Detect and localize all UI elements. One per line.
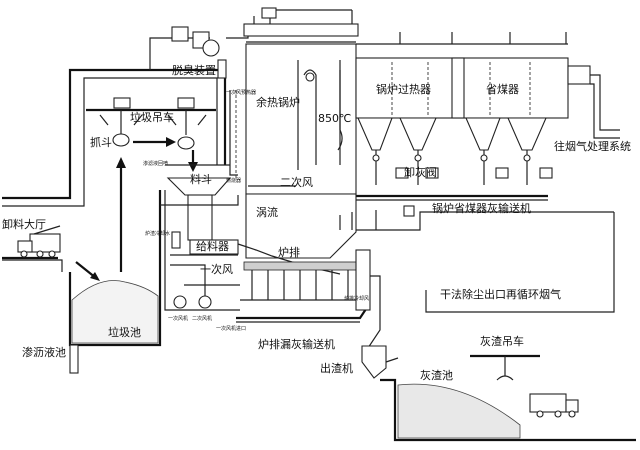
label-small-6: 一次风预热器 <box>226 89 256 96</box>
label-unload-hall: 卸料大厅 <box>2 217 46 231</box>
label-deodorizer: 脱臭装置 <box>172 63 216 77</box>
label-recirc: 干法除尘出口再循环烟气 <box>440 287 561 301</box>
label-small-7: 炉排冷却风 <box>344 295 369 302</box>
garbage-crane <box>86 97 216 150</box>
slag-extractor <box>361 345 399 379</box>
label-economizer: 省煤器 <box>486 83 519 96</box>
unload-hall-structure <box>2 68 227 272</box>
air-piping <box>160 90 296 311</box>
deodorizer-unit <box>149 26 249 79</box>
label-small-8: 一次风机进口 <box>216 325 246 332</box>
label-slag-crane: 灰渣吊车 <box>480 334 524 348</box>
label-small-2: 炉渣冷却水 <box>145 230 170 237</box>
ash-pit <box>380 354 636 442</box>
label-waste-heat-boiler: 余热锅炉 <box>256 95 300 109</box>
label-crane: 垃圾吊车 <box>130 110 174 124</box>
label-hopper: 料斗 <box>190 172 212 186</box>
label-slag-extractor: 出渣机 <box>320 361 353 375</box>
ash-hoppers <box>340 117 553 201</box>
label-small-4: 二次风机 <box>192 315 212 322</box>
furnace-grate <box>236 193 381 349</box>
label-small-3: 一次风机 <box>168 315 188 322</box>
dump-arrow <box>75 261 100 281</box>
label-small-5: 燃烧器 <box>226 177 241 184</box>
label-grate: 炉排 <box>278 245 300 259</box>
label-small-1: 渗滤液回喷 <box>143 160 168 167</box>
label-leachate: 渗沥液池 <box>22 345 66 359</box>
label-primary-air: 一次风 <box>200 262 233 276</box>
label-secondary-air: 二次风 <box>280 175 313 189</box>
label-feeder: 给料器 <box>196 239 229 253</box>
garbage-truck-right <box>529 393 579 418</box>
label-superheater: 锅炉过热器 <box>376 83 431 96</box>
label-pit: 垃圾池 <box>108 325 141 339</box>
label-vortex: 涡流 <box>256 205 278 219</box>
label-flue-gas: 往烟气处理系统 <box>554 139 631 153</box>
label-ash-pit: 灰渣池 <box>420 368 453 382</box>
label-ash-conveyor: 锅炉省煤器灰输送机 <box>432 201 531 215</box>
label-grate-conveyor: 炉排漏灰输送机 <box>258 337 335 351</box>
leachate-tank <box>69 344 79 374</box>
label-grab: 抓斗 <box>90 135 112 149</box>
label-ash-valve: 卸灰阀 <box>404 165 437 179</box>
superheater-economizer <box>355 32 620 139</box>
label-temp: 850℃ <box>318 112 351 125</box>
recirc-line <box>339 205 615 313</box>
garbage-truck-left <box>17 225 61 258</box>
hopper <box>165 164 239 255</box>
garbage-pit <box>68 190 162 347</box>
